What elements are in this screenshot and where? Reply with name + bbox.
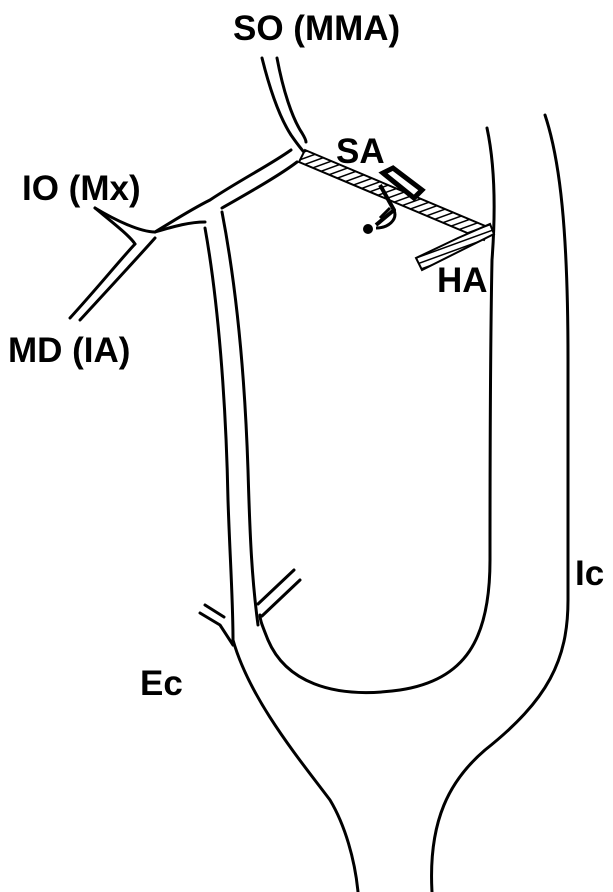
label-ec: Ec xyxy=(140,664,183,703)
label-so-mma: SO (MMA) xyxy=(233,9,400,48)
label-md-ia: MD (IA) xyxy=(8,331,130,370)
external-carotid-artery xyxy=(200,212,300,645)
sa-hatched-segment xyxy=(299,150,490,240)
internal-carotid-artery xyxy=(260,115,568,892)
label-ic: Ic xyxy=(575,554,604,593)
label-io-mx: IO (Mx) xyxy=(22,169,141,208)
label-ha: HA xyxy=(437,261,488,300)
label-sa: SA xyxy=(336,132,385,171)
common-carotid-artery xyxy=(233,640,358,892)
